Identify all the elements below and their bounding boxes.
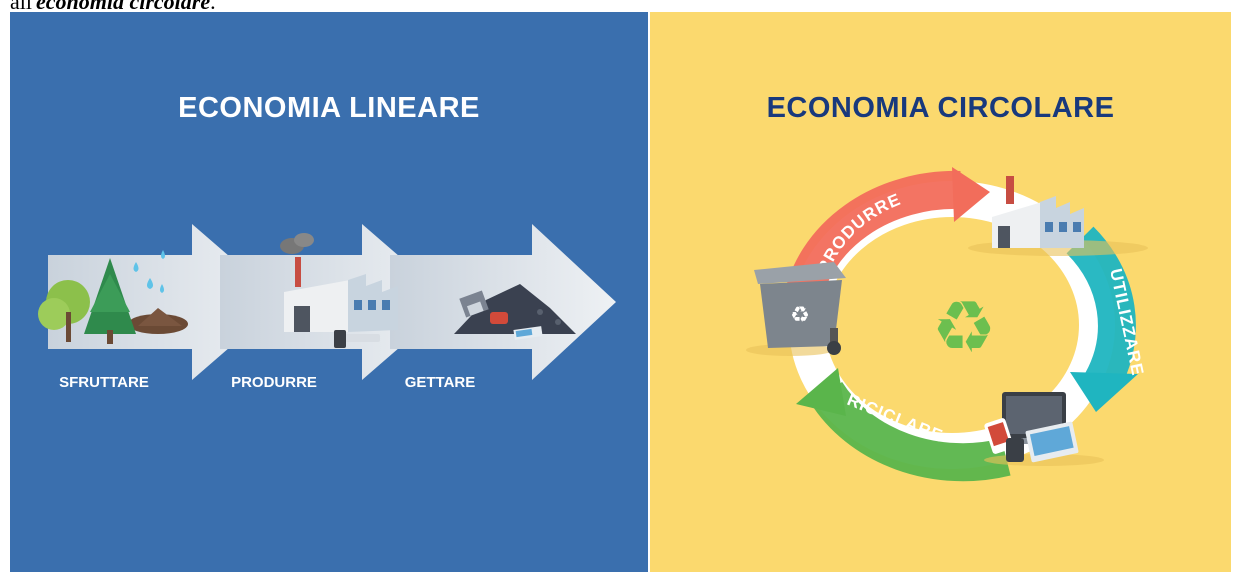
produrre-arrowhead [952, 167, 990, 222]
utilizzare-arrowhead [1070, 372, 1138, 412]
linear-arrows-graphic [38, 224, 616, 380]
caption-prefix: all' [10, 0, 36, 14]
utilizzare-arrow [1066, 226, 1136, 392]
garbage-pile-icon [454, 284, 576, 340]
linear-economy-panel: ECONOMIA LINEARE [10, 12, 648, 572]
water-drops-icon [133, 250, 165, 293]
linear-step-produrre: PRODURRE [231, 374, 317, 391]
caption-emphasis: economia circolare [35, 0, 211, 14]
recycle-bin-icon: ♻ [746, 262, 846, 356]
circular-economy-panel: ECONOMIA CIRCOLARE PRODURRE UTILIZZARE R… [650, 12, 1231, 572]
trees-icon [38, 258, 188, 344]
recycle-symbol-icon: ♻ [932, 285, 997, 369]
factory-icon [968, 176, 1148, 256]
linear-step-gettare: GETTARE [404, 374, 476, 391]
linear-economy-title: ECONOMIA LINEARE [178, 92, 480, 124]
linear-step-sfruttare: SFRUTTARE [59, 374, 149, 391]
circular-cycle-graphic: PRODURRE UTILIZZARE RICICLARE ♻ ♻ [746, 167, 1148, 482]
caption: all'economia circolare. [10, 0, 216, 13]
riciclare-arrowhead [796, 368, 846, 416]
svg-text:♻: ♻ [790, 303, 810, 328]
caption-suffix: . [210, 0, 216, 14]
devices-icon [984, 392, 1104, 466]
factory-icon [280, 233, 398, 348]
svg-text:♻: ♻ [932, 285, 997, 369]
circular-economy-title: ECONOMIA CIRCOLARE [766, 92, 1115, 124]
